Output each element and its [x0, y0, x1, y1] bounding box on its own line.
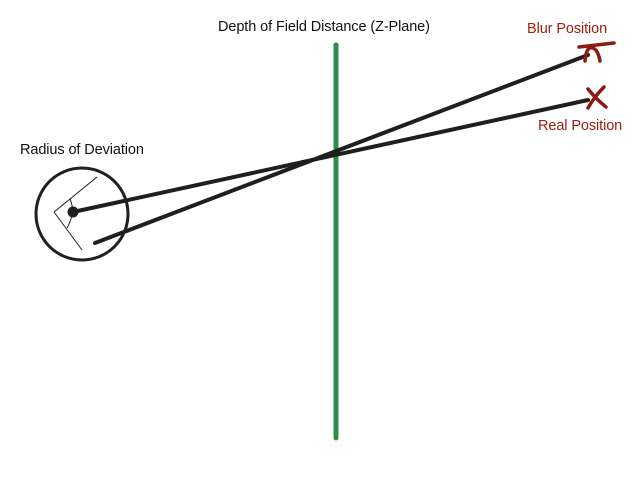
- blur-position-label: Blur Position: [527, 21, 608, 37]
- deviation-angle-line-upper: [53, 176, 98, 213]
- real-marker-stroke-a: [586, 87, 608, 109]
- radius-of-deviation-label: Radius of Deviation: [20, 142, 144, 158]
- blur-marker-bar: [577, 41, 616, 49]
- deviation-angle-line-lower: [53, 211, 83, 251]
- lens-circle-icon: [34, 166, 130, 262]
- z-plane-label: Depth of Field Distance (Z-Plane): [218, 19, 430, 35]
- blur-marker-arch: [583, 46, 602, 63]
- real-position-x-icon: [586, 85, 608, 110]
- blur-ray-line: [93, 53, 590, 245]
- blur-position-marker-icon: [577, 41, 616, 63]
- real-marker-stroke-b: [586, 85, 606, 110]
- lens-circle: [34, 166, 130, 262]
- real-ray-line: [71, 98, 590, 214]
- real-position-label: Real Position: [538, 118, 623, 134]
